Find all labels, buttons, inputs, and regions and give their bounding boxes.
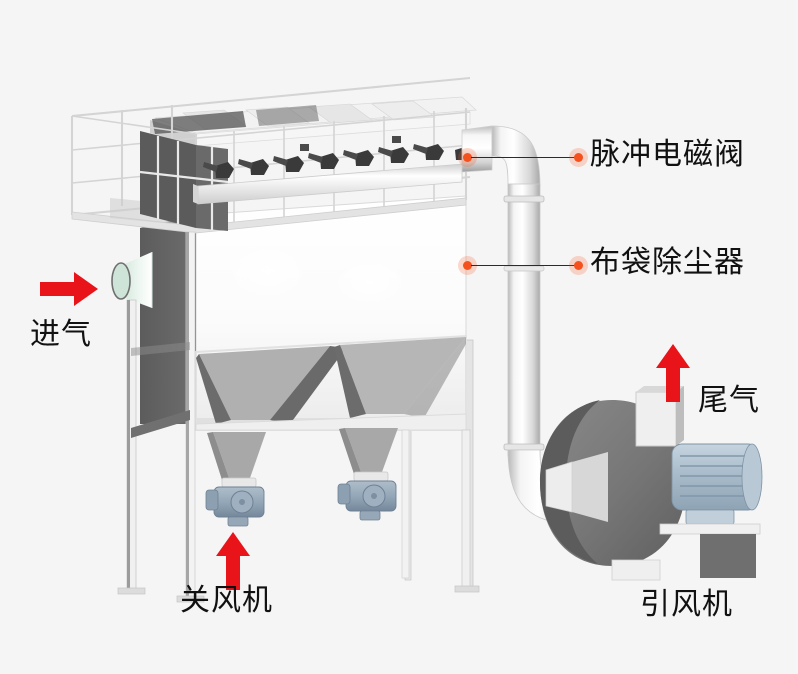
arrow-up-icon bbox=[216, 532, 250, 590]
label-exhaust-gas: 尾气 bbox=[698, 383, 760, 418]
callout-label-dot bbox=[574, 261, 583, 270]
callout-leader-line bbox=[471, 265, 579, 266]
label-air-intake: 进气 bbox=[30, 317, 92, 352]
solenoid-valve bbox=[308, 153, 339, 169]
air-inlet-duct bbox=[111, 252, 153, 308]
callout-label-dot bbox=[574, 153, 583, 162]
callout-anchor-dot bbox=[463, 261, 472, 270]
callout-leader-line bbox=[471, 157, 579, 158]
solenoid-valve bbox=[203, 162, 234, 178]
air-manifold bbox=[193, 163, 463, 205]
arrow-up-icon bbox=[656, 344, 690, 402]
callout-label-pulse-solenoid-valve: 脉冲电磁阀 bbox=[590, 137, 745, 172]
solenoid-valve bbox=[413, 144, 444, 160]
callout-anchor-dot bbox=[463, 153, 472, 162]
dust-hoppers bbox=[195, 334, 467, 480]
rotary-airlock-valve bbox=[205, 477, 265, 527]
rotary-airlock-valve bbox=[337, 471, 397, 521]
solenoid-valve bbox=[343, 150, 374, 166]
label-rotary-airlock-valve: 关风机 bbox=[180, 583, 273, 618]
arrow-right-icon bbox=[40, 272, 98, 306]
callout-label-bag-dust-collector: 布袋除尘器 bbox=[590, 245, 745, 280]
rotary-airlock-valves bbox=[205, 471, 397, 527]
induced-draft-fan bbox=[540, 386, 763, 581]
label-induced-draft-fan: 引风机 bbox=[640, 587, 733, 622]
side-cladding-panels bbox=[139, 131, 229, 231]
roof-panels bbox=[150, 96, 477, 159]
solenoid-valve bbox=[378, 147, 409, 163]
solenoid-valve bbox=[273, 156, 304, 172]
support-frame-front bbox=[117, 231, 480, 603]
solenoid-valve bbox=[238, 159, 269, 175]
